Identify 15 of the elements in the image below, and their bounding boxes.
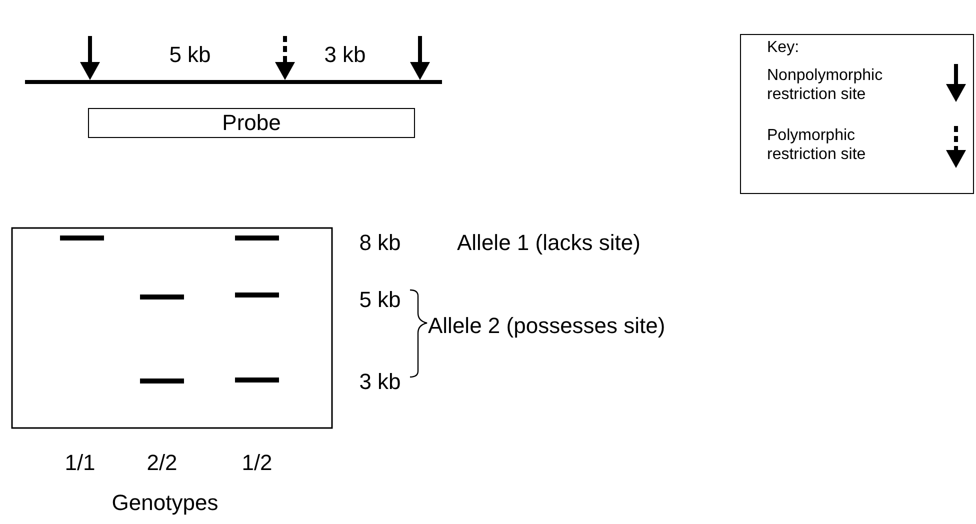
genotype-label: 1/1 <box>64 450 96 476</box>
legend-text: Nonpolymorphic restriction site <box>767 66 884 104</box>
allele-label: Allele 1 (lacks site) <box>457 230 640 256</box>
probe-box: Probe <box>88 108 415 138</box>
size-label: 3 kb <box>359 370 401 394</box>
size-label: 5 kb <box>169 42 211 68</box>
legend-text: Polymorphic restriction site <box>767 126 867 164</box>
allele-label: Allele 2 (possesses site) <box>428 314 666 338</box>
size-label: 8 kb <box>359 230 401 256</box>
size-label: 3 kb <box>324 42 366 68</box>
genotype-label: 2/2 <box>146 450 178 476</box>
key-title: Key: <box>767 39 800 57</box>
axis-title: Genotypes <box>112 490 218 516</box>
genotype-label: 1/2 <box>242 450 272 476</box>
size-label: 5 kb <box>359 288 401 312</box>
